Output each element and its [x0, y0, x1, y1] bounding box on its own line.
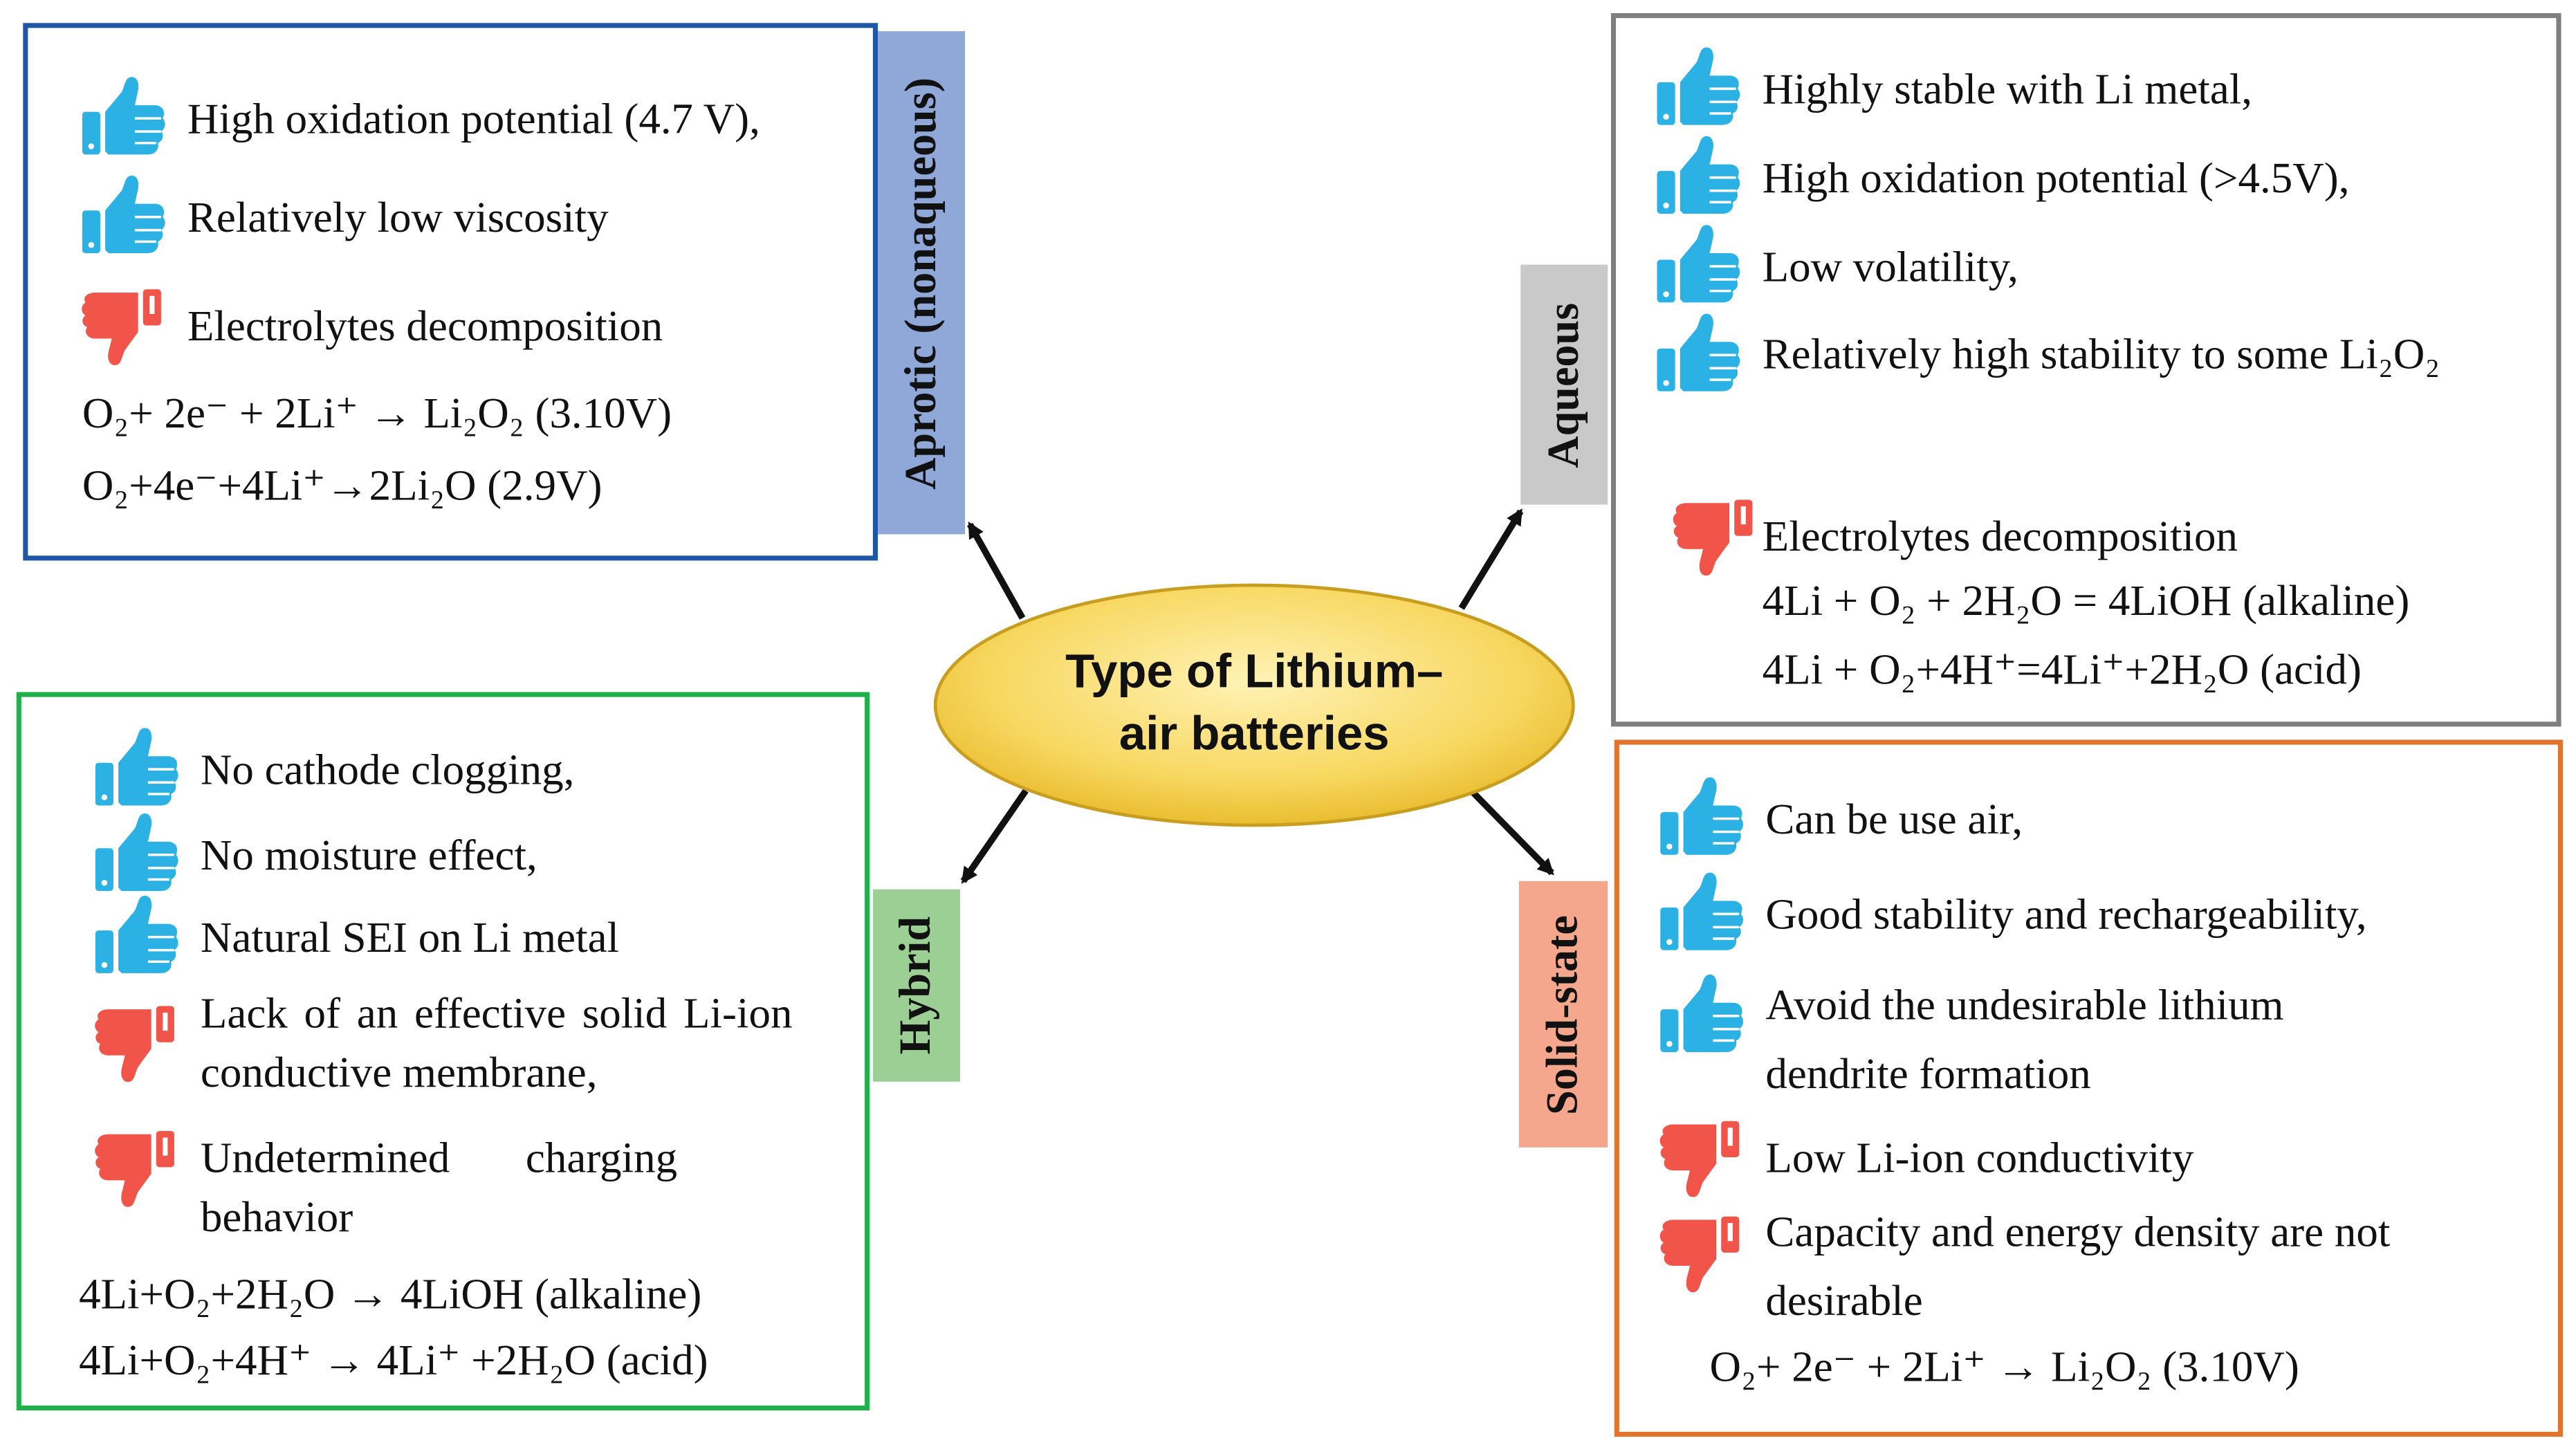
aqueous-item-3-text: Low volatility, — [1762, 241, 2018, 291]
thumbs-up-icon — [1650, 773, 1749, 865]
solid-state-item-1-text: Can be use air, — [1765, 793, 2023, 843]
center-title: Type of Lithium– air batteries — [930, 580, 1578, 830]
hybrid-label-text: Hybrid — [891, 916, 941, 1055]
thumbs-up-icon — [1647, 43, 1746, 135]
aprotic-item-2-text: Relatively low viscosity — [187, 192, 609, 241]
center-ellipse — [933, 583, 1575, 827]
solid-state-panel — [1614, 739, 2563, 1437]
aqueous-item-2: High oxidation potential (>4.5V), — [1647, 131, 2349, 223]
solid-state-equation-1: O₂+ 2e⁻ + 2Li⁺ → Li₂O₂ (3.10V) — [1709, 1341, 2299, 1391]
thumbs-up-icon — [1647, 220, 1746, 312]
aprotic-label: Aprotic (nonaqueous) — [878, 31, 966, 535]
solid-state-item-2-text: Good stability and rechargeability, — [1765, 889, 2367, 939]
hybrid-item-3: Natural SEI on Li metal — [86, 891, 619, 983]
hybrid-item-3-text: Natural SEI on Li metal — [200, 912, 620, 961]
aqueous-item-5: Electrolytes decomposition — [1664, 490, 2238, 582]
thumbs-up-icon — [1650, 868, 1749, 960]
solid-state-item-3-text: Avoid the undesirable lithium dendrite f… — [1765, 979, 2284, 1098]
arrow-to-solid — [1470, 790, 1554, 876]
hybrid-item-1: No cathode clogging, — [86, 724, 575, 816]
aqueous-panel — [1610, 13, 2561, 727]
arrow-to-aqueous — [1458, 508, 1524, 610]
aqueous-item-1: Highly stable with Li metal, — [1647, 43, 2252, 135]
hybrid-item-4-text: Lack of an effective solid Li-ion conduc… — [200, 988, 793, 1097]
hybrid-equation-1: 4Li+O₂+2H₂O → 4LiOH (alkaline) — [79, 1269, 702, 1318]
hybrid-label: Hybrid — [872, 889, 960, 1082]
aqueous-label-text: Aqueous — [1538, 302, 1588, 468]
aprotic-item-3-text: Electrolytes decomposition — [187, 300, 663, 350]
thumbs-up-icon — [1647, 309, 1746, 401]
aqueous-item-3: Low volatility, — [1647, 220, 2018, 312]
thumbs-down-icon — [73, 279, 172, 371]
aprotic-item-1-text: High oxidation potential (4.7 V), — [187, 93, 760, 143]
arrow-to-aprotic — [966, 521, 1026, 620]
hybrid-item-5-text: Undetermined charging behavior — [200, 1132, 678, 1242]
aprotic-panel — [23, 23, 878, 561]
solid-state-item-3: Avoid the undesirable lithium dendrite f… — [1650, 970, 2390, 1108]
hybrid-item-2: No moisture effect, — [86, 809, 537, 901]
hybrid-item-4: Lack of an effective solid Li-ion conduc… — [86, 988, 792, 1101]
solid-state-label: Solid-state — [1518, 881, 1608, 1148]
solid-state-item-1: Can be use air, — [1650, 773, 2023, 865]
thumbs-up-icon — [86, 724, 185, 816]
thumbs-up-icon — [1647, 131, 1746, 223]
aprotic-item-1: High oxidation potential (4.7 V), — [73, 73, 760, 165]
thumbs-down-icon — [1664, 490, 1763, 582]
hybrid-panel — [16, 692, 870, 1411]
solid-state-item-4: Low Li-ion conductivity — [1650, 1112, 2194, 1204]
aqueous-item-2-text: High oxidation potential (>4.5V), — [1762, 152, 2350, 202]
aqueous-equation-2: 4Li + O₂+4H⁺=4Li⁺+2H₂O (acid) — [1762, 644, 2362, 694]
hybrid-item-5: Undetermined charging behavior — [86, 1121, 678, 1246]
center-title-line2: air batteries — [1119, 708, 1390, 762]
thumbs-down-icon — [1650, 1112, 1749, 1204]
aqueous-equation-1: 4Li + O₂ + 2H₂O = 4LiOH (alkaline) — [1762, 575, 2410, 625]
aqueous-item-4-text: Relatively high stability to some Li₂O₂ — [1762, 329, 2440, 378]
aprotic-equation-1: O₂+ 2e⁻ + 2Li⁺ → Li₂O₂ (3.10V) — [82, 387, 672, 438]
thumbs-down-icon — [86, 1121, 185, 1213]
aqueous-label: Aqueous — [1520, 264, 1608, 505]
arrow-to-hybrid — [960, 789, 1029, 884]
thumbs-up-icon — [73, 171, 172, 263]
thumbs-down-icon — [86, 996, 185, 1088]
solid-state-item-4-text: Low Li-ion conductivity — [1765, 1132, 2194, 1182]
solid-state-item-2: Good stability and rechargeability, — [1650, 868, 2367, 960]
thumbs-up-icon — [1650, 970, 1749, 1062]
hybrid-item-2-text: No moisture effect, — [200, 829, 537, 879]
aqueous-item-4: Relatively high stability to some Li₂O₂ — [1647, 309, 2519, 401]
thumbs-up-icon — [73, 73, 172, 165]
aqueous-item-5-text: Electrolytes decomposition — [1762, 510, 2238, 560]
aprotic-item-2: Relatively low viscosity — [73, 171, 609, 263]
aprotic-item-3: Electrolytes decomposition — [73, 279, 663, 371]
hybrid-equation-2: 4Li+O₂+4H⁺ → 4Li⁺ +2H₂O (acid) — [79, 1334, 708, 1385]
solid-state-item-5: Capacity and energy density are not desi… — [1650, 1206, 2423, 1334]
hybrid-item-1-text: No cathode clogging, — [200, 744, 575, 794]
solid-state-item-5-text: Capacity and energy density are not desi… — [1765, 1206, 2391, 1325]
thumbs-up-icon — [86, 809, 185, 901]
aprotic-equation-2: O₂+4e⁻+4Li⁺→2Li₂O (2.9V) — [82, 460, 602, 510]
thumbs-up-icon — [86, 891, 185, 983]
thumbs-down-icon — [1650, 1206, 1749, 1298]
solid-state-label-text: Solid-state — [1538, 914, 1588, 1114]
aqueous-item-1-text: Highly stable with Li metal, — [1762, 64, 2252, 113]
center-title-line1: Type of Lithium– — [1065, 646, 1444, 699]
aprotic-label-text: Aprotic (nonaqueous) — [896, 76, 946, 489]
